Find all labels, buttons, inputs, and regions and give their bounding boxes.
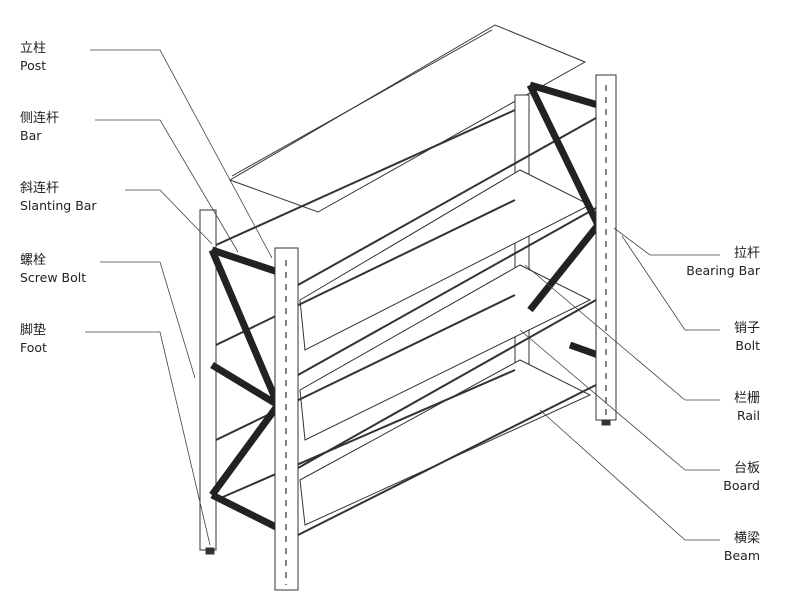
label-zh: 台板	[733, 461, 760, 476]
beam	[297, 384, 597, 536]
label-zh: 斜连杆	[20, 181, 60, 196]
label-zh: 横梁	[733, 531, 760, 546]
label-en: Foot	[20, 340, 47, 355]
label-en: Beam	[723, 548, 760, 563]
label-en: Bar	[20, 128, 42, 143]
beam	[297, 117, 597, 286]
label-board: 台板 Board	[723, 460, 760, 494]
label-en: Bearing Bar	[686, 263, 760, 278]
label-beam: 横梁 Beam	[724, 530, 760, 564]
label-en: Board	[723, 478, 760, 493]
foot	[205, 547, 215, 555]
beam	[297, 299, 597, 469]
shelf-board	[299, 264, 592, 441]
label-zh: 销子	[733, 321, 760, 336]
rear-beam	[215, 109, 516, 246]
rear-beam	[215, 369, 516, 501]
label-zh: 螺栓	[20, 253, 47, 268]
label-post: 立柱 Post	[20, 40, 46, 74]
label-rail: 栏栅 Rail	[734, 390, 760, 424]
label-zh: 栏栅	[733, 391, 760, 406]
top-board	[228, 24, 587, 213]
label-screw-bolt: 螺栓 Screw Bolt	[20, 252, 86, 286]
label-zh: 脚垫	[20, 323, 47, 338]
label-foot: 脚垫 Foot	[20, 322, 47, 356]
label-en: Post	[20, 58, 47, 73]
label-en: Bolt	[735, 338, 760, 353]
label-en: Screw Bolt	[20, 270, 87, 285]
label-bar: 侧连杆 Bar	[20, 110, 59, 144]
foot	[601, 419, 611, 426]
label-bolt: 销子 Bolt	[734, 320, 760, 354]
label-zh: 侧连杆	[20, 111, 60, 126]
label-en: Rail	[736, 408, 760, 423]
label-en: Slanting Bar	[20, 198, 97, 213]
label-zh: 立柱	[20, 41, 47, 56]
label-slanting-bar: 斜连杆 Slanting Bar	[20, 180, 97, 214]
beam	[297, 207, 597, 376]
rear-beam	[215, 199, 516, 346]
label-zh: 拉杆	[733, 246, 760, 261]
label-bearing-bar: 拉杆 Bearing Bar	[686, 245, 760, 279]
